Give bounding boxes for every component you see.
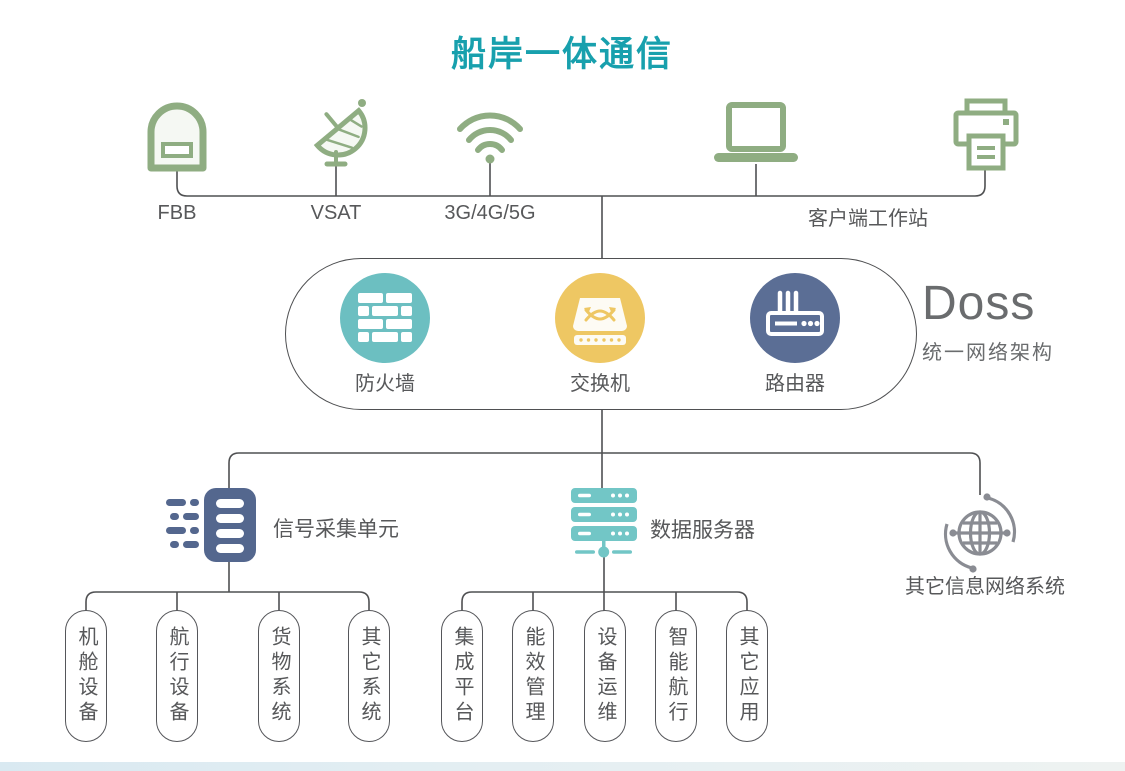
brand-name: Doss [922,277,1036,330]
signal-collection-unit-icon [166,488,256,562]
fbb-label: FBB [157,202,197,224]
laptop-icon [714,102,798,162]
pill-label: 其它系统 [358,626,380,726]
pill-label: 其它应用 [736,626,758,726]
data-server-icon [571,488,637,558]
firewall-icon [340,273,430,363]
pill-application: 其它应用 [726,610,768,742]
pill-application: 集成平台 [441,610,483,742]
cellular-label: 3G/4G/5G [444,202,536,224]
firewall-label: 防火墙 [355,373,415,395]
switch-label: 交换机 [570,373,630,395]
globe-network-icon [943,493,1017,573]
pill-ship-system: 机舱设备 [65,610,107,742]
bottom-accent-bar [0,762,1125,771]
pill-label: 能效管理 [522,626,544,726]
pill-application: 设备运维 [584,610,626,742]
router-label: 路由器 [765,373,825,395]
pill-application: 智能航行 [655,610,697,742]
page-title: 船岸一体通信 [450,35,674,74]
pill-label: 货物系统 [268,626,290,726]
pill-application: 能效管理 [512,610,554,742]
pill-ship-system: 货物系统 [258,610,300,742]
brand-subtitle: 统一网络架构 [922,342,1054,364]
vsat-label: VSAT [310,202,362,224]
router-icon [750,273,840,363]
data-server-label: 数据服务器 [650,519,755,542]
fbb-dome-antenna-icon [147,102,207,172]
other-network-label: 其它信息网络系统 [905,576,1065,598]
wifi-icon [457,112,523,164]
pill-label: 航行设备 [166,626,188,726]
workstation-label: 客户端工作站 [808,208,928,230]
pill-ship-system: 航行设备 [156,610,198,742]
pill-label: 集成平台 [451,626,473,726]
pill-label: 智能航行 [665,626,687,726]
pill-ship-system: 其它系统 [348,610,390,742]
pill-label: 设备运维 [594,626,616,726]
pill-label: 机舱设备 [75,626,97,726]
signal-unit-label: 信号采集单元 [273,518,399,541]
switch-icon [555,273,645,363]
vsat-satellite-dish-icon [313,99,368,167]
printer-icon [953,98,1019,171]
